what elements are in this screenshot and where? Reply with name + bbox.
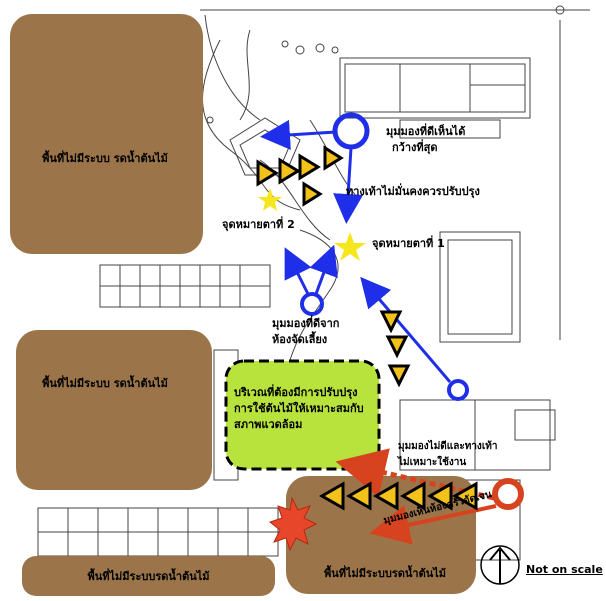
landmark-1-star-icon — [334, 232, 366, 261]
warning-triangle-icon — [323, 145, 344, 171]
warning-triangle-icon — [302, 181, 323, 207]
warning-triangle-icon — [372, 481, 399, 511]
improvement-zone — [224, 359, 381, 471]
viewpoint-best — [332, 112, 370, 150]
zone-bottom-left-label: พื้นที่ไม่มีระบบรดน้ำต้นไม้ — [87, 570, 210, 583]
label-improvement-line3: สภาพแวดล้อม — [234, 418, 303, 431]
warning-triangle-icon — [318, 481, 345, 511]
north-arrow-icon — [480, 545, 520, 585]
label-improvement: บริเวณที่ต้องมีการปรับปรุง การใช้ต้นไม้ใ… — [234, 385, 379, 433]
zone-bottom-left — [22, 556, 275, 596]
label-view-bad-path-line1: มุมมองไม่ดีและทางเท้า — [398, 441, 498, 452]
viewpoint-lower — [447, 379, 469, 401]
blue-arrows — [260, 112, 469, 401]
label-view-best-line1: มุมมองที่ดีเห็นได้ — [386, 125, 466, 138]
label-improvement-line2: การใช้ต้นไม้ให้เหมาะสมกับ — [234, 402, 364, 415]
label-improvement-line1: บริเวณที่ต้องมีการปรับปรุง — [234, 386, 358, 399]
zone-mid-left-label: พื้นที่ไม่มีระบบ รดน้ำต้นไม้ — [42, 377, 168, 390]
label-walkway: ทางเท้าไม่มั่นคงควรปรับปรุง — [346, 185, 480, 198]
viewpoint-kitchen — [492, 478, 524, 510]
warning-triangle-icon — [451, 481, 478, 511]
warning-triangle-icon — [298, 153, 321, 181]
label-view-best: มุมมองที่ดีเห็นได้ กว้างที่สุด — [386, 124, 496, 156]
warning-triangle-icon — [426, 481, 453, 511]
viewpoint-cafeteria — [300, 292, 324, 316]
label-view-bad-path-line2: ไม่เหมาะใช้งาน — [398, 457, 467, 468]
zone-bottom-center-label: พื้นที่ไม่มีระบบรดน้ำต้นไม้ — [323, 567, 447, 580]
zone-mid-left — [16, 330, 212, 490]
label-landmark-2: จุดหมายตาที่ 2 — [222, 218, 295, 231]
label-view-cafeteria-line1: มุมมองที่ดีจาก — [272, 317, 340, 330]
label-view-bad-path: มุมมองไม่ดีและทางเท้า ไม่เหมาะใช้งาน — [398, 439, 508, 471]
zone-top-left — [10, 14, 203, 254]
landmark-2-star-icon — [258, 188, 282, 211]
warning-triangles — [256, 145, 478, 511]
warning-triangle-icon — [399, 481, 426, 511]
label-view-cafeteria: มุมมองที่ดีจาก ห้องจัดเลี้ยง — [272, 316, 382, 348]
warning-triangle-icon — [385, 335, 409, 359]
label-landmark-1: จุดหมายตาที่ 1 — [372, 237, 445, 250]
kitchen-burst-icon — [268, 496, 318, 552]
label-view-cafeteria-line2: ห้องจัดเลี้ยง — [272, 333, 328, 346]
label-view-best-line2: กว้างที่สุด — [392, 141, 438, 154]
warning-triangle-icon — [256, 159, 279, 187]
not-on-scale-label: Not on scale — [526, 563, 603, 576]
warning-triangle-icon — [278, 157, 301, 185]
warning-triangle-icon — [387, 364, 411, 388]
zone-top-left-label: พื้นที่ไม่มีระบบ รดน้ำต้นไม้ — [42, 152, 168, 165]
warning-triangle-icon — [345, 481, 372, 511]
warning-triangle-icon — [379, 310, 403, 334]
